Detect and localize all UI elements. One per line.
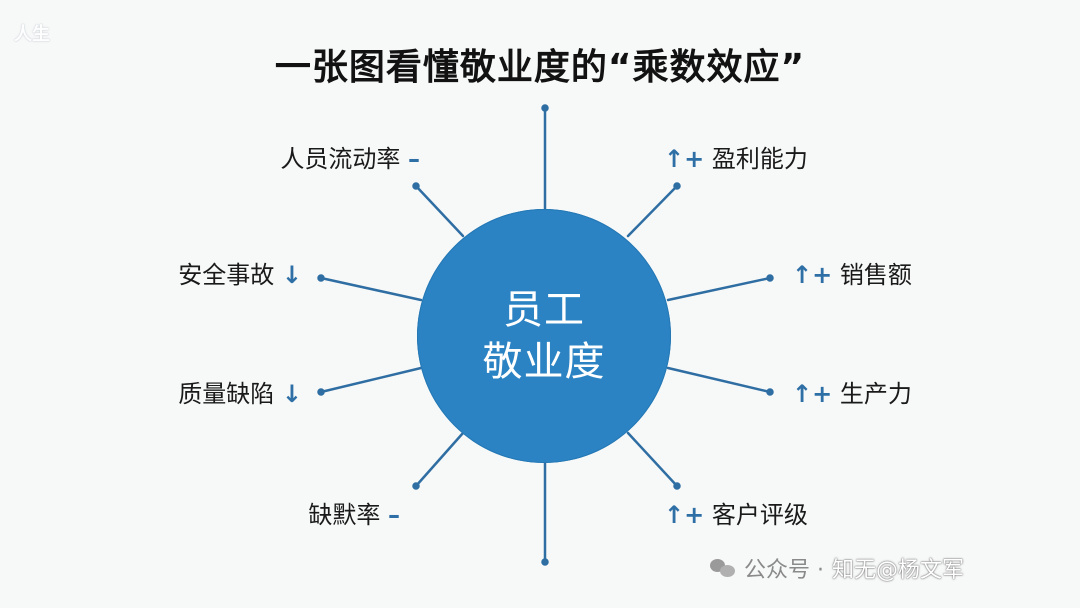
corner-logo: 人生: [14, 24, 50, 45]
ray-dot: [673, 182, 681, 190]
ray-dot: [541, 558, 549, 566]
hub-label-line2: 敬业度: [482, 339, 606, 385]
left-item-label: 人员流动率: [280, 145, 401, 173]
right-item-label: 销售额: [839, 261, 912, 289]
right-item-label: 客户评级: [711, 501, 808, 529]
ray-dot: [766, 388, 774, 396]
ray-lower-right: [626, 431, 679, 488]
ray-mid-lower-right: [666, 366, 772, 394]
watermark-prefix: 公众号 ·: [744, 558, 824, 583]
minus-icon: –: [408, 145, 420, 173]
arrow-up-plus-icon: ↑+: [792, 380, 833, 408]
arrow-down-icon: ↓: [281, 261, 302, 289]
hub-label-line1: 员工: [503, 287, 585, 333]
arrow-up-plus-icon: ↑+: [792, 261, 833, 289]
left-item-label: 安全事故: [178, 261, 275, 289]
ray-dot: [766, 274, 774, 282]
ray-dot: [412, 482, 420, 490]
ray-mid-upper-right: [666, 276, 772, 302]
ray-lower-left: [414, 431, 465, 488]
ray-mid-lower-left: [319, 366, 423, 394]
central-hub-circle: 员工 敬业度: [417, 209, 671, 463]
watermark-author: 知无@杨文军: [832, 558, 965, 583]
ray-dot: [412, 182, 420, 190]
watermark: 公众号 · 知无@杨文军: [710, 552, 964, 584]
ray-dot: [317, 274, 325, 282]
ray-dot: [317, 388, 325, 396]
arrow-down-icon: ↓: [281, 380, 302, 408]
right-item-sales: ↑+ 销售额: [792, 260, 912, 290]
wechat-icon: [710, 557, 736, 579]
ray-upper-right: [626, 184, 679, 238]
left-item-turnover: 人员流动率 –: [280, 144, 420, 174]
ray-upper-left: [414, 184, 465, 238]
left-item-safety-incidents: 安全事故 ↓: [178, 260, 302, 290]
right-item-customer-ratings: ↑+ 客户评级: [664, 500, 808, 530]
left-item-label: 缺默率: [308, 501, 381, 529]
left-item-label: 质量缺陷: [178, 380, 275, 408]
right-item-profitability: ↑+ 盈利能力: [664, 144, 808, 174]
arrow-up-plus-icon: ↑+: [664, 145, 705, 173]
ray-mid-upper-left: [319, 276, 423, 302]
diagram-title: 一张图看懂敬业度的“乘数效应”: [274, 47, 806, 88]
right-item-productivity: ↑+ 生产力: [792, 379, 912, 409]
minus-icon: –: [388, 501, 400, 529]
left-item-quality-defects: 质量缺陷 ↓: [178, 379, 302, 409]
ray-dot: [673, 482, 681, 490]
ray-dot: [541, 104, 549, 112]
right-item-label: 盈利能力: [711, 145, 808, 173]
arrow-up-plus-icon: ↑+: [664, 501, 705, 529]
right-item-label: 生产力: [839, 380, 912, 408]
left-item-absence-rate: 缺默率 –: [308, 500, 400, 530]
